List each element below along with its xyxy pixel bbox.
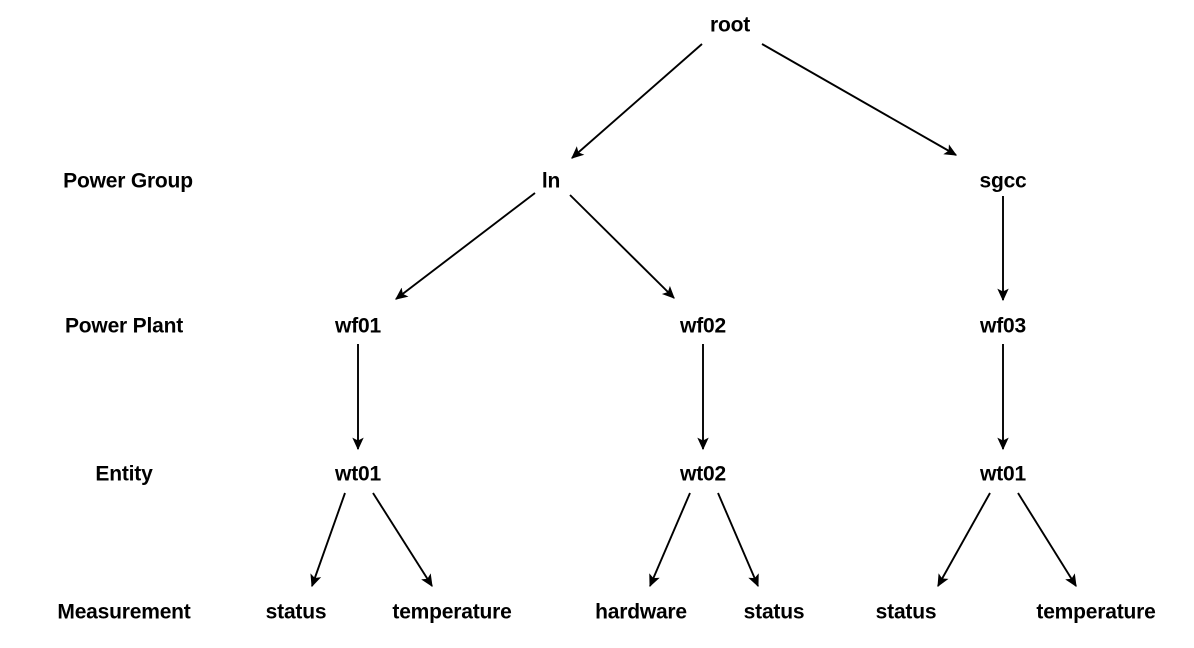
tree-edge <box>372 492 433 587</box>
tree-edge <box>569 194 675 299</box>
row-entity: Entity <box>95 462 153 486</box>
tree-edge <box>937 492 991 587</box>
tree-edge <box>310 492 346 588</box>
tree-node-m-status-3[interactable]: status <box>875 600 937 624</box>
tree-edge <box>761 43 957 156</box>
tree-edge <box>717 492 759 588</box>
tree-node-wf01[interactable]: wf01 <box>335 314 381 338</box>
tree-node-m-status-2[interactable]: status <box>743 600 805 624</box>
tree-node-m-hardware-1[interactable]: hardware <box>595 600 687 624</box>
tree-node-wt02-b[interactable]: wt02 <box>680 462 726 486</box>
row-power-group: Power Group <box>63 169 193 193</box>
tree-edge <box>649 492 691 588</box>
tree-edge <box>395 192 536 300</box>
tree-edge <box>1017 492 1077 587</box>
tree-node-wf02[interactable]: wf02 <box>680 314 726 338</box>
tree-node-wf03[interactable]: wf03 <box>980 314 1026 338</box>
row-power-plant: Power Plant <box>65 314 183 338</box>
tree-node-wt01-c[interactable]: wt01 <box>980 462 1026 486</box>
tree-node-ln[interactable]: ln <box>541 169 561 193</box>
tree-node-m-temp-2[interactable]: temperature <box>1036 600 1156 624</box>
tree-node-wt01-a[interactable]: wt01 <box>335 462 381 486</box>
tree-edge <box>571 43 703 159</box>
tree-node-root[interactable]: root <box>709 13 751 37</box>
tree-node-sgcc[interactable]: sgcc <box>979 169 1027 193</box>
row-measurement: Measurement <box>57 600 191 624</box>
tree-node-m-temp-1[interactable]: temperature <box>392 600 512 624</box>
tree-node-m-status-1[interactable]: status <box>265 600 327 624</box>
